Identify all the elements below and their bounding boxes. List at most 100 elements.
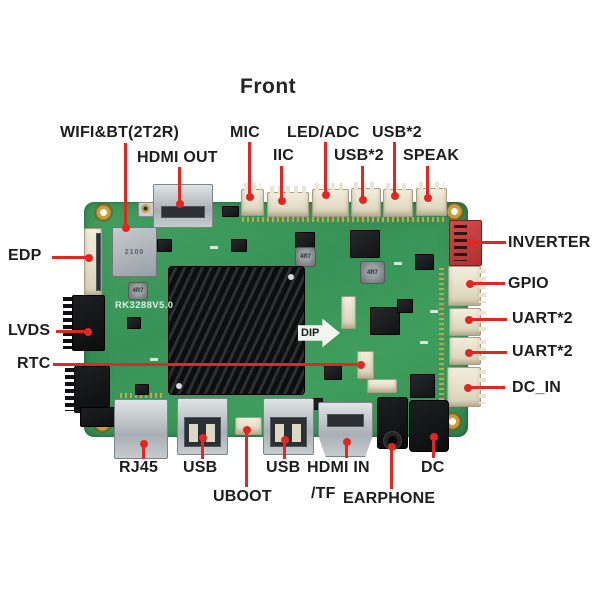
label-inverter: INVERTER <box>508 234 591 251</box>
label-uboot: UBOOT <box>213 488 272 505</box>
label-edp: EDP <box>8 247 42 264</box>
label-led-adc: LED/ADC <box>287 124 360 141</box>
inductor-label: 4R7 <box>132 288 144 294</box>
chip <box>415 254 434 270</box>
chip <box>397 299 413 313</box>
dip-arrow-label: DIP <box>301 327 320 339</box>
chip <box>324 365 342 380</box>
antenna-socket <box>141 204 150 213</box>
chip <box>135 384 149 395</box>
label-wifi-bt: WIFI&BT(2T2R) <box>60 124 180 141</box>
label-dc: DC <box>421 459 445 476</box>
label-earphone: EARPHONE <box>343 490 436 507</box>
annotation-line-hdmi-out <box>175 167 184 208</box>
annotation-line-mic <box>245 142 254 201</box>
label-speak: SPEAK <box>403 147 460 164</box>
inductor-label: 4R7 <box>299 254 311 260</box>
annotation-line-speak <box>423 166 432 202</box>
label-mic: MIC <box>230 124 260 141</box>
annotation-line-usb2-top <box>390 142 399 200</box>
annotation-line-lvds <box>56 327 92 336</box>
chip <box>222 206 239 217</box>
inductor: 4R7 <box>360 261 385 284</box>
label-usb-right: USB <box>266 459 301 476</box>
usb-tongue <box>189 424 198 442</box>
annotation-line-edp <box>52 253 93 262</box>
dc-jack <box>409 400 449 452</box>
label-usb-left: USB <box>183 459 218 476</box>
chip <box>231 239 247 252</box>
led-adc-connector <box>312 183 349 217</box>
annotation-line-hdmi-in <box>342 438 351 458</box>
inductor: 4R7 <box>128 282 148 300</box>
label-dc-in: DC_IN <box>512 379 562 396</box>
lvds-header <box>72 295 105 351</box>
gpio-connector <box>448 266 486 306</box>
hdmi-in-slot <box>327 414 364 427</box>
silk-mark <box>150 358 158 361</box>
pin-column <box>439 268 444 404</box>
chip <box>410 374 435 398</box>
annotation-line-inverter <box>467 238 506 247</box>
wafer-connector <box>341 296 356 329</box>
label-hdmi-out: HDMI OUT <box>137 149 218 166</box>
annotation-line-dc <box>429 433 438 458</box>
silk-mark <box>394 262 402 265</box>
label-tf: /TF <box>311 485 336 502</box>
annotation-line-rj45 <box>139 440 148 459</box>
rj45-port <box>114 399 168 459</box>
iic-connector <box>267 186 309 217</box>
silkscreen-text: RK3288V5.0 <box>115 300 174 311</box>
label-usb2-top: USB*2 <box>372 124 422 141</box>
chip <box>370 307 400 335</box>
lvds-pins <box>63 297 72 349</box>
annotation-line-wifi <box>121 143 130 232</box>
rj45-pins <box>120 393 164 398</box>
label-uart2-b: UART*2 <box>512 343 573 360</box>
annotation-line-rtc <box>53 360 365 369</box>
label-rtc: RTC <box>17 355 51 372</box>
usb-tongue <box>275 424 284 442</box>
annotation-line-earphone <box>387 443 396 489</box>
heatsink-screw <box>288 274 294 280</box>
label-hdmi-in: HDMI IN <box>307 459 370 476</box>
page-title: Front <box>240 75 297 98</box>
chip <box>295 232 315 248</box>
annotation-line-led-adc <box>321 142 330 199</box>
silk-mark <box>420 341 428 344</box>
label-lvds: LVDS <box>8 322 51 339</box>
annotation-line-iic <box>277 166 286 205</box>
chip <box>127 317 141 329</box>
mounting-hole <box>446 203 463 220</box>
label-gpio: GPIO <box>508 275 549 292</box>
annotation-line-usb-right <box>280 436 289 459</box>
chip <box>157 239 172 252</box>
usb-tongue <box>206 424 215 442</box>
hdmi-out-slot <box>161 206 205 218</box>
inductor-label: 4R7 <box>366 269 378 276</box>
lvds-header <box>74 366 110 413</box>
label-usb2-mid: USB*2 <box>334 147 384 164</box>
annotation-line-uart-b <box>465 348 507 357</box>
label-iic: IIC <box>273 147 295 164</box>
annotation-line-usb2-mid <box>358 166 367 204</box>
silk-mark <box>430 310 438 313</box>
chip <box>350 230 380 258</box>
heatsink-screw <box>176 383 182 389</box>
wifi-module: 2100 <box>112 227 157 277</box>
mounting-hole <box>95 204 112 221</box>
silk-mark <box>210 246 218 249</box>
annotation-line-dc-in <box>464 383 505 392</box>
pin-row <box>242 217 447 222</box>
label-rj45: RJ45 <box>119 459 159 476</box>
annotation-line-uboot <box>242 426 251 487</box>
usb-tongue <box>292 424 301 442</box>
wafer-connector <box>367 379 397 393</box>
annotation-line-gpio <box>466 279 505 288</box>
inductor: 4R7 <box>295 247 316 267</box>
label-uart2-a: UART*2 <box>512 310 573 327</box>
speaker-connector <box>416 182 447 216</box>
lvds-pins <box>65 368 74 411</box>
cpu-heatsink <box>168 266 305 395</box>
